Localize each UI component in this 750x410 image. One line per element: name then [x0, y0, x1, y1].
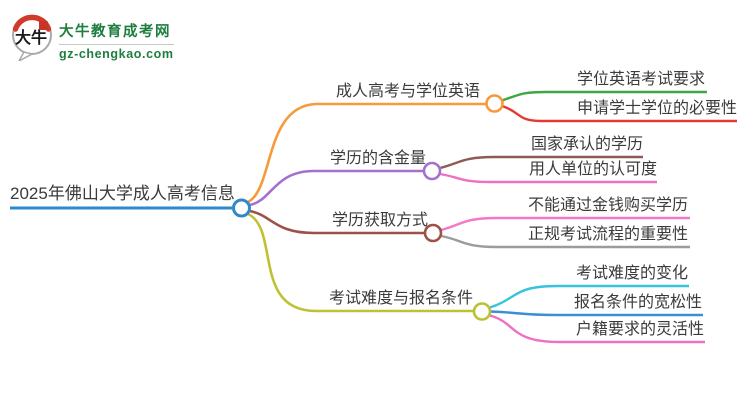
node-branch-1[interactable]: 成人高考与学位英语: [335, 83, 480, 100]
connector-branch-2: [249, 169, 424, 207]
connector-child-4-2: [489, 310, 703, 317]
node-child-3-2[interactable]: 正规考试流程的重要性: [527, 226, 688, 243]
connector-child-4-1: [489, 284, 689, 309]
connector-branch-1: [247, 102, 486, 204]
logo-domain: gz-chengkao.com: [59, 47, 174, 61]
connector-child-1-1: [501, 90, 707, 102]
node-child-4-1[interactable]: 考试难度的变化: [575, 265, 688, 282]
connector-child-1-2: [501, 104, 737, 123]
watermark-logo: 大牛 大牛教育成考网 gz-chengkao.com: [10, 13, 174, 61]
logo-icon-text: 大牛: [15, 28, 47, 47]
logo-text-block: 大牛教育成考网 gz-chengkao.com: [59, 20, 174, 61]
bubble-tail: [18, 51, 35, 61]
node-handle-branch-4[interactable]: [472, 302, 492, 321]
node-child-4-3[interactable]: 户籍要求的灵活性: [575, 321, 704, 338]
connector-child-2-2: [439, 172, 657, 184]
connector-child-3-1: [440, 216, 690, 232]
connector-child-2-1: [439, 155, 643, 170]
logo-title: 大牛教育成考网: [59, 20, 174, 45]
node-child-4-2[interactable]: 报名条件的宽松性: [573, 294, 702, 311]
connector-branch-4: [247, 212, 474, 313]
node-handle-branch-2[interactable]: [422, 161, 442, 181]
node-child-3-1[interactable]: 不能通过金钱购买学历: [527, 197, 688, 214]
connector-branch-3: [249, 209, 425, 235]
node-branch-3[interactable]: 学历获取方式: [331, 212, 428, 229]
red-seal: [39, 21, 48, 30]
node-child-2-2[interactable]: 用人单位的认可度: [528, 161, 657, 178]
node-branch-4[interactable]: 考试难度与报名条件: [328, 290, 473, 307]
speech-bubble-ox-icon: 大牛: [12, 14, 52, 61]
connector-child-4-3: [489, 314, 705, 344]
node-handle-branch-3[interactable]: [423, 223, 443, 243]
node-branch-2[interactable]: 学历的含金量: [329, 150, 426, 167]
node-root[interactable]: 2025年佛山大学成人高考信息: [10, 184, 235, 203]
connector-child-3-2: [440, 234, 690, 249]
node-child-2-1[interactable]: 国家承认的学历: [530, 136, 643, 153]
node-child-1-1[interactable]: 学位英语考试要求: [576, 71, 705, 88]
node-child-1-2[interactable]: 申请学士学位的必要性: [576, 100, 737, 117]
node-handle-branch-1[interactable]: [485, 94, 504, 113]
node-handle-root[interactable]: [232, 198, 251, 218]
